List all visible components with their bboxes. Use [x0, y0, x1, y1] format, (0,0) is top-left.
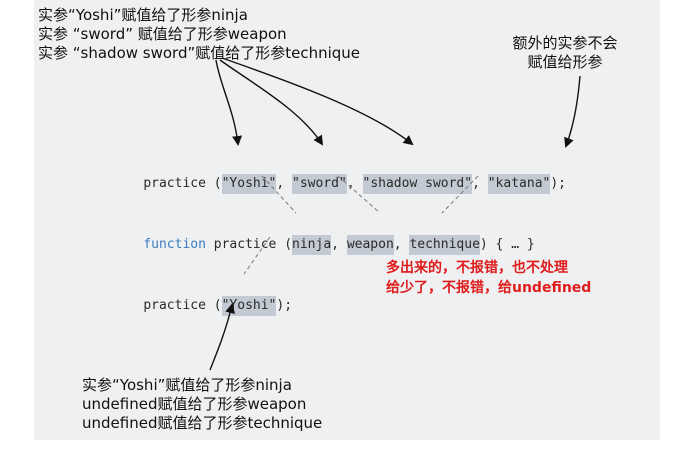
code-separator: ,: [346, 176, 363, 191]
red-annotation: 多出来的，不报错，也不处理 给少了，不报错，给undefined: [386, 258, 591, 298]
code-separator: ,: [472, 176, 488, 191]
code-call-short: practice ("Yoshi");: [112, 276, 292, 316]
red-line: 给少了，不报错，给undefined: [386, 280, 592, 296]
code-separator: ,: [276, 176, 293, 191]
arrow-to-arg-sword: [219, 59, 324, 146]
note-line: 额外的实参不会: [512, 34, 618, 52]
top-right-annotation: 额外的实参不会 赋值给形参: [506, 34, 624, 72]
arg-yoshi-only: "Yoshi": [221, 296, 277, 316]
code-text: );: [276, 298, 293, 313]
arrow-to-arg-yoshi: [215, 59, 243, 146]
note-line: 实参 “shadow sword”赋值给了形参technique: [38, 44, 361, 62]
dashed-link-weapon: [337, 175, 381, 214]
arrow-to-arg-katana: [564, 75, 581, 148]
arg-shadow-sword: "shadow sword": [362, 174, 473, 194]
note-line: 实参 “sword” 赋值给了形参weapon: [38, 25, 287, 43]
arrow-to-arg-shadow-sword: [221, 57, 414, 146]
dashed-link-yoshi-bottom: [243, 236, 271, 275]
note-line: undefined赋值给了形参weapon: [82, 395, 307, 413]
red-line: 多出来的，不报错，也不处理: [386, 260, 568, 276]
arrow-to-arg-yoshi-only: [209, 303, 235, 371]
param-technique: technique: [409, 235, 480, 255]
note-line: 实参“Yoshi”赋值给了形参ninja: [82, 376, 292, 394]
code-text: ) { … }: [479, 237, 535, 252]
code-text: practice (: [143, 298, 222, 313]
note-line: 赋值给形参: [527, 53, 603, 71]
arg-katana: "katana": [487, 174, 551, 194]
code-text: practice (: [205, 237, 293, 252]
code-call-full: practice ("Yoshi", "sword", "shadow swor…: [112, 154, 566, 194]
code-separator: ,: [393, 237, 410, 252]
code-separator: ,: [331, 237, 347, 252]
param-weapon: weapon: [346, 235, 394, 255]
code-function-declaration: function practice (ninja, weapon, techni…: [112, 215, 535, 255]
arg-yoshi: "Yoshi": [221, 174, 277, 194]
note-line: undefined赋值给了形参technique: [82, 414, 323, 432]
diagram-background: [34, 0, 660, 440]
keyword-function: function: [143, 237, 206, 252]
dashed-link-ninja: [261, 175, 297, 214]
bottom-left-annotation: 实参“Yoshi”赋值给了形参ninja undefined赋值给了形参weap…: [82, 376, 322, 433]
arg-sword: "sword": [292, 174, 347, 194]
code-text: );: [550, 176, 567, 191]
top-left-annotation: 实参“Yoshi”赋值给了形参ninja 实参 “sword” 赋值给了形参we…: [38, 6, 360, 63]
code-text: practice (: [143, 176, 222, 191]
dashed-link-technique: [441, 175, 479, 214]
param-ninja: ninja: [292, 235, 332, 255]
note-line: 实参“Yoshi”赋值给了形参ninja: [38, 6, 248, 24]
